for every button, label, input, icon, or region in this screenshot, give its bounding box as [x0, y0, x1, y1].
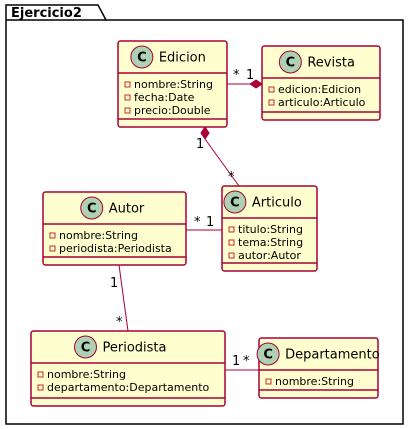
class-box: [258, 337, 379, 399]
attribute-edicion-2: precio:Double: [134, 104, 211, 117]
private-visibility-icon: [49, 245, 56, 252]
class-departamento[interactable]: C Departamento nombre:String: [256, 337, 380, 399]
class-periodista[interactable]: C Periodista nombre:Stringdepartamento:Dep…: [30, 330, 226, 407]
multiplicity-edicion-revista-from: *: [233, 68, 240, 83]
class-circle-icon: [130, 45, 154, 69]
private-visibility-icon: [228, 252, 235, 259]
stereotype-letter: C: [137, 51, 147, 66]
class-circle-icon: [223, 190, 247, 214]
attribute-articulo-2: autor:Autor: [238, 249, 301, 262]
class-circle-icon: [74, 335, 97, 359]
private-visibility-icon: [228, 226, 235, 233]
stereotype-letter: C: [87, 202, 97, 217]
class-name: Periodista: [103, 341, 167, 356]
relation-autor-periodista: [118, 264, 129, 332]
attribute-autor-1: periodista:Periodista: [59, 242, 172, 255]
relation-edicion-articulo: [204, 138, 240, 187]
multiplicity-autor-periodista-from: 1: [110, 276, 118, 291]
private-visibility-icon: [124, 107, 131, 114]
class-name: Edicion: [159, 51, 206, 66]
private-visibility-icon: [124, 94, 131, 101]
private-visibility-icon: [49, 232, 56, 239]
stereotype-letter: C: [286, 56, 296, 71]
stereotype-letter: C: [81, 341, 91, 356]
private-visibility-icon: [124, 81, 131, 88]
class-edicion[interactable]: C Edicion nombre:Stringfecha:Dateprecio:Do…: [117, 40, 228, 128]
attribute-periodista-0: nombre:String: [47, 368, 126, 381]
multiplicity-edicion-articulo-from: 1: [196, 137, 204, 152]
class-circle-icon: [80, 196, 104, 220]
private-visibility-icon: [228, 239, 235, 246]
attribute-revista-1: articulo:Articulo: [278, 96, 366, 109]
attribute-revista-0: edicion:Edicion: [278, 83, 361, 96]
class-circle-icon: [256, 342, 280, 366]
private-visibility-icon: [37, 371, 44, 378]
attribute-edicion-1: fecha:Date: [134, 91, 195, 104]
attribute-edicion-0: nombre:String: [134, 78, 213, 91]
private-visibility-icon: [37, 384, 44, 391]
private-visibility-icon: [268, 99, 275, 106]
multiplicity-periodista-departamento-from: 1: [232, 354, 240, 369]
class-circle-icon: [278, 50, 302, 74]
class-name: Revista: [307, 56, 355, 71]
class-name: Autor: [109, 202, 145, 217]
class-name: Articulo: [252, 196, 302, 211]
stereotype-letter: C: [230, 196, 240, 211]
multiplicity-autor-articulo-from: *: [194, 215, 201, 230]
multiplicity-autor-articulo-to: 1: [206, 215, 214, 230]
attribute-periodista-1: departamento:Departamento: [47, 381, 210, 394]
stereotype-letter: C: [263, 348, 273, 363]
relations: [118, 79, 263, 371]
class-box: [42, 191, 187, 266]
class-name: Departamento: [285, 348, 380, 363]
private-visibility-icon: [265, 378, 272, 385]
multiplicity-autor-periodista-to: *: [116, 315, 123, 330]
attribute-autor-0: nombre:String: [59, 229, 138, 242]
multiplicities: *11**11*1*: [110, 68, 254, 369]
attribute-articulo-1: tema:String: [238, 236, 303, 249]
attribute-articulo-0: titulo:String: [238, 223, 303, 236]
composition-diamond-icon: [200, 126, 210, 140]
class-box: [221, 185, 318, 272]
multiplicity-edicion-revista-to: 1: [246, 68, 254, 83]
multiplicity-periodista-departamento-to: *: [243, 354, 250, 369]
package-title: Ejercicio2: [11, 6, 82, 21]
private-visibility-icon: [268, 86, 275, 93]
attribute-departamento-0: nombre:String: [275, 375, 354, 388]
class-articulo[interactable]: C Articulo titulo:Stringtema:Stringautor:A…: [221, 185, 318, 272]
multiplicity-edicion-articulo-to: *: [228, 170, 235, 185]
